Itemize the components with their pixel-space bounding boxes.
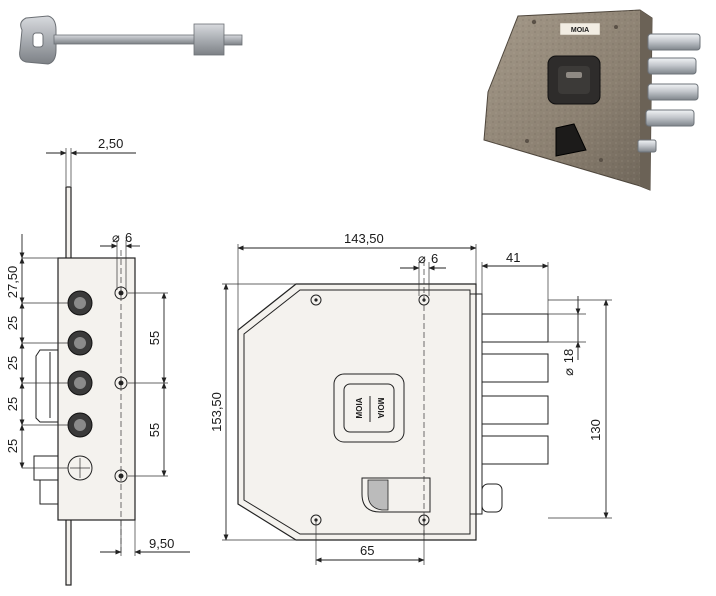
- dim-bolt-diameter: 18: [561, 349, 576, 363]
- dim-bottom-backset: 9,50: [149, 536, 174, 551]
- front-latch: [481, 483, 503, 513]
- dim-bolt-throw: 41: [506, 250, 520, 265]
- dim-side-hole-diameter: 6: [125, 230, 132, 245]
- side-view-dimensions: 2,50 ⌀ 6 27,50 25 25 25 25 55 55: [5, 136, 190, 556]
- side-bolt-1: [67, 290, 93, 316]
- front-bolt-2: [481, 353, 549, 383]
- dim-bolt-pitch-1: 25: [5, 316, 20, 330]
- front-cylinder-frame: [333, 373, 405, 443]
- dim-bolt-pitch-4: 25: [5, 439, 20, 453]
- brand-logo-text: MOIA: [571, 27, 589, 34]
- dim-top-offset: 27,50: [5, 266, 20, 299]
- front-cylinder-logo-right: MOIA: [376, 398, 385, 419]
- dim-plate-thickness: 2,50: [98, 136, 123, 151]
- front-bolt-1: [481, 313, 549, 343]
- dim-bolt-pitch-2: 25: [5, 356, 20, 370]
- dim-bolt-span: 130: [588, 419, 603, 441]
- dim-screw-spacing-lower: 55: [147, 423, 162, 437]
- side-bolt-4: [67, 412, 93, 438]
- dim-case-height: 153,50: [209, 392, 224, 432]
- side-view-drawing: [33, 186, 136, 586]
- lock-photo: MOIA: [483, 9, 701, 191]
- dim-front-hole-diameter: 6: [431, 251, 438, 266]
- front-follower: [361, 477, 431, 513]
- dim-case-width: 143,50: [344, 231, 384, 246]
- dim-screw-spacing-upper: 55: [147, 331, 162, 345]
- dim-bottom-screw-spacing: 65: [360, 543, 374, 558]
- front-bolt-3: [481, 395, 549, 425]
- side-bolt-3: [67, 370, 93, 396]
- side-bolt-2: [67, 330, 93, 356]
- key-photo: [19, 15, 243, 65]
- front-cylinder-logo-left: MOIA: [355, 397, 364, 418]
- dim-bolt-pitch-3: 25: [5, 397, 20, 411]
- front-view-dimensions: 143,50 ⌀ 6 41 153,50 ⌀ 18 130 65: [209, 231, 612, 563]
- front-bolt-4: [481, 435, 549, 465]
- dim-front-hole-diameter-symbol: ⌀: [418, 251, 426, 266]
- dim-bolt-diameter-symbol: ⌀: [561, 368, 576, 376]
- dim-side-hole-diameter-symbol: ⌀: [112, 230, 120, 245]
- front-view-drawing: MOIA MOIA: [237, 260, 549, 565]
